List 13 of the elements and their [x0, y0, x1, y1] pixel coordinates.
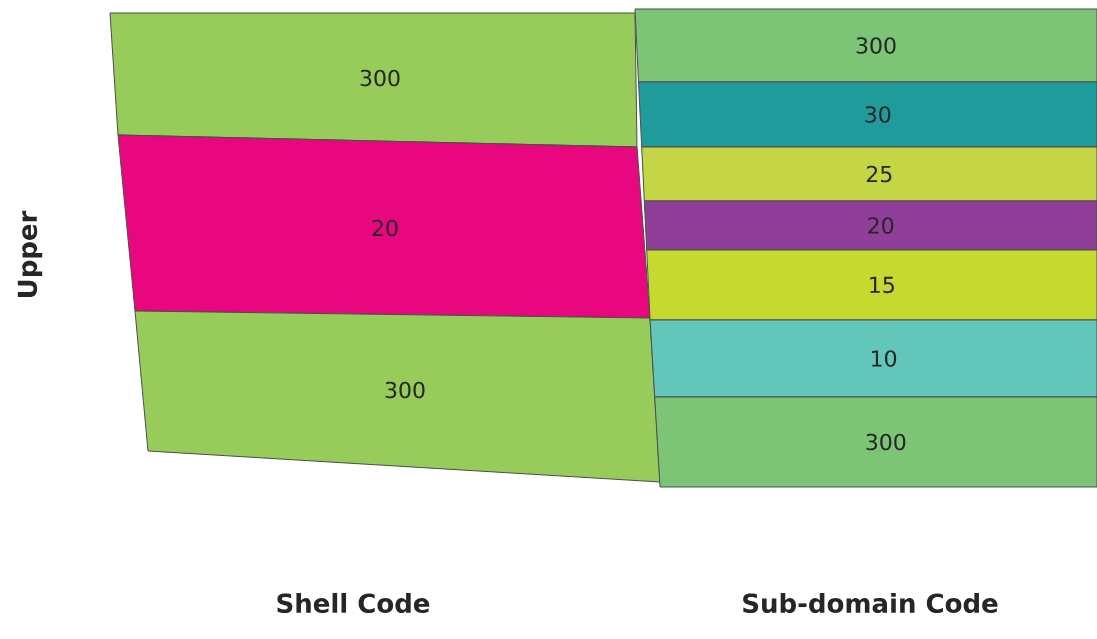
band: 15	[646, 249, 1097, 321]
band: 300	[654, 396, 1097, 488]
band: 300	[134, 310, 661, 483]
band: 25	[641, 146, 1097, 202]
band: 20	[117, 134, 651, 319]
band: 30	[638, 81, 1097, 148]
band: 300	[634, 8, 1097, 83]
band: 20	[643, 200, 1097, 251]
axis-label: Shell Code	[277, 592, 430, 614]
band: 300	[109, 12, 638, 148]
axis-label: Sub-domain Code	[743, 592, 998, 614]
axis-label: Upper	[17, 210, 43, 297]
band: 10	[649, 319, 1097, 398]
